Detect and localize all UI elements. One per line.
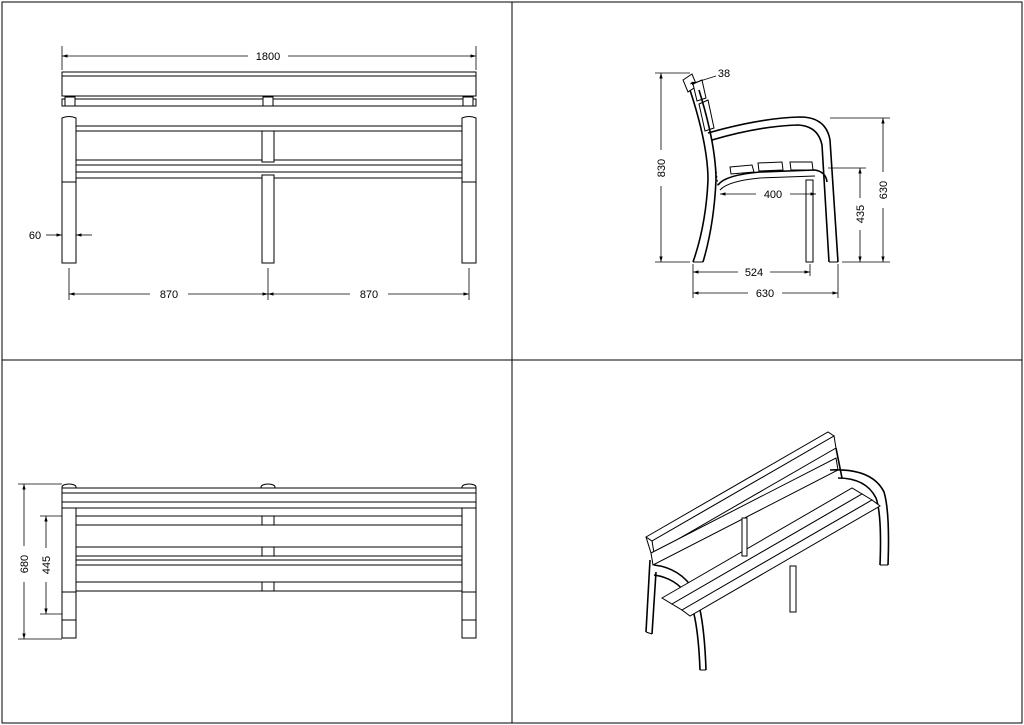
- dim-side-seat-height: 435: [828, 167, 867, 263]
- dim-label-870-left: 870: [160, 289, 178, 301]
- dim-label-1800: 1800: [256, 51, 280, 63]
- front-view: 1800 60 870 870: [29, 46, 477, 301]
- dim-top-seat-depth: 445: [40, 515, 62, 615]
- dim-label-38: 38: [718, 68, 730, 80]
- dim-side-arm-height: 630: [830, 117, 890, 263]
- dim-front-width: 1800: [61, 46, 477, 70]
- dim-side-total-depth: 630: [693, 264, 839, 300]
- dim-side-leg-span: 524: [692, 264, 811, 298]
- dim-label-630-height: 630: [878, 181, 890, 199]
- dim-side-total-height: 830: [655, 72, 690, 263]
- dim-front-leg-width: 60: [29, 230, 92, 242]
- dim-label-630-depth: 630: [756, 288, 774, 300]
- dim-label-400: 400: [764, 189, 782, 201]
- isometric-view: [645, 431, 890, 671]
- dim-label-830: 830: [656, 159, 668, 177]
- dim-front-leg-spacing: 870 870: [68, 268, 470, 301]
- dim-top-total-depth: 680: [18, 483, 62, 640]
- dim-label-870-right: 870: [360, 289, 378, 301]
- dim-side-seat-depth: 400: [720, 189, 816, 201]
- top-view: 680 445: [18, 483, 477, 640]
- dim-label-680: 680: [19, 555, 31, 573]
- dim-side-back-slat: 38: [689, 68, 730, 86]
- dim-label-524: 524: [745, 267, 763, 279]
- side-view: 38 830 400 435: [655, 68, 890, 300]
- dim-label-60: 60: [29, 230, 41, 242]
- dim-label-445: 445: [41, 556, 53, 574]
- dim-label-435: 435: [855, 205, 867, 223]
